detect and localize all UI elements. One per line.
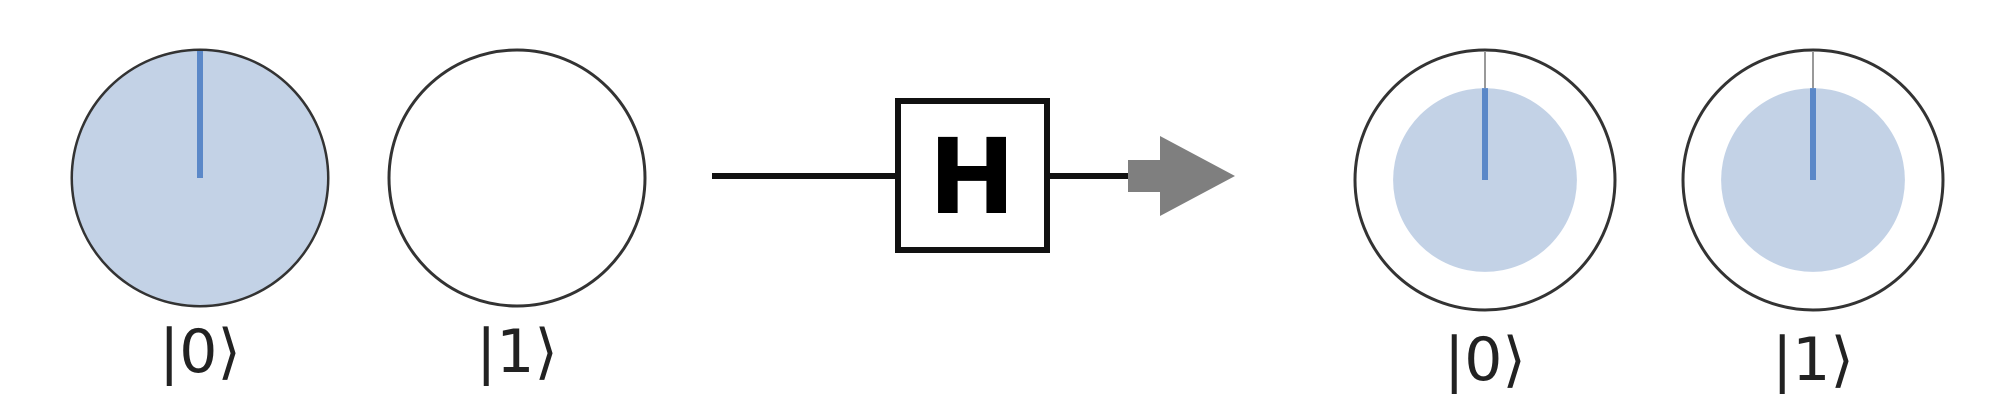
before-qubit-0-circle — [70, 48, 330, 308]
right-arrow-icon — [1128, 136, 1235, 216]
after-qubit-0-outline — [1353, 48, 1617, 312]
after-qubit-1-circle — [1681, 48, 1945, 312]
hadamard-gate-box — [895, 98, 1050, 253]
after-qubit-1-label: |1⟩ — [1772, 325, 1854, 395]
before-qubit-0-outline — [70, 48, 330, 308]
hadamard-gate-label: H — [928, 116, 1015, 238]
after-qubit-1-outline — [1681, 48, 1945, 312]
after-qubit-0-label: |0⟩ — [1444, 325, 1526, 395]
before-qubit-1-circle — [387, 48, 647, 308]
before-qubit-1-outline — [387, 48, 647, 308]
before-qubit-0-label: |0⟩ — [159, 317, 241, 387]
after-qubit-0-circle — [1353, 48, 1617, 312]
before-qubit-1-label: |1⟩ — [476, 317, 558, 387]
